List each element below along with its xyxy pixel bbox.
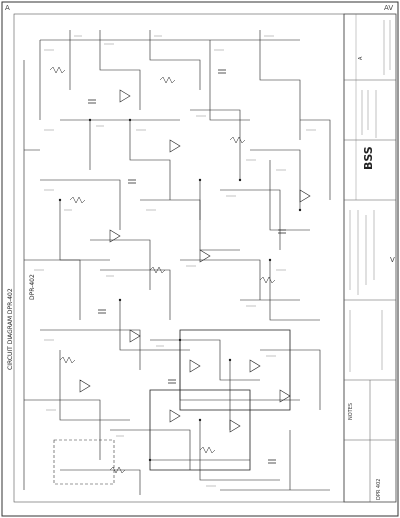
edge-mark-top-right: AV bbox=[384, 4, 393, 12]
svg-text:BSS: BSS bbox=[362, 146, 375, 170]
handwritten-label: DPR-402 bbox=[29, 274, 36, 300]
revision-label: A bbox=[358, 56, 364, 60]
dashed-subassembly bbox=[53, 439, 115, 485]
handwritten-margin-note: CIRCUIT DIAGRAM DPR-402 bbox=[7, 288, 14, 370]
edge-mark-top-left: A bbox=[5, 4, 10, 12]
title-block: BSS NOTES DPR 402 A bbox=[343, 13, 397, 503]
svg-text:CIRCUIT DIAGRAM DPR-402: CIRCUIT DIAGRAM DPR-402 bbox=[7, 288, 14, 370]
opamp-symbols bbox=[79, 89, 311, 433]
svg-text:DPR-402: DPR-402 bbox=[29, 274, 36, 300]
junction-dots bbox=[58, 118, 302, 462]
sheet-reference: DPR 402 bbox=[376, 479, 382, 500]
notes-heading: NOTES bbox=[348, 403, 354, 420]
edge-mark-right-mid: V bbox=[390, 256, 395, 264]
capacitor-symbols bbox=[88, 69, 286, 464]
circuit-traces bbox=[23, 30, 331, 495]
company-logo: BSS bbox=[362, 146, 375, 170]
resistor-symbols bbox=[49, 66, 276, 474]
svg-text:NOTES: NOTES bbox=[348, 403, 354, 420]
svg-text:A: A bbox=[358, 56, 364, 60]
svg-text:DPR 402: DPR 402 bbox=[376, 479, 382, 500]
component-label-marks bbox=[34, 35, 316, 487]
drawing-frame bbox=[13, 13, 345, 503]
